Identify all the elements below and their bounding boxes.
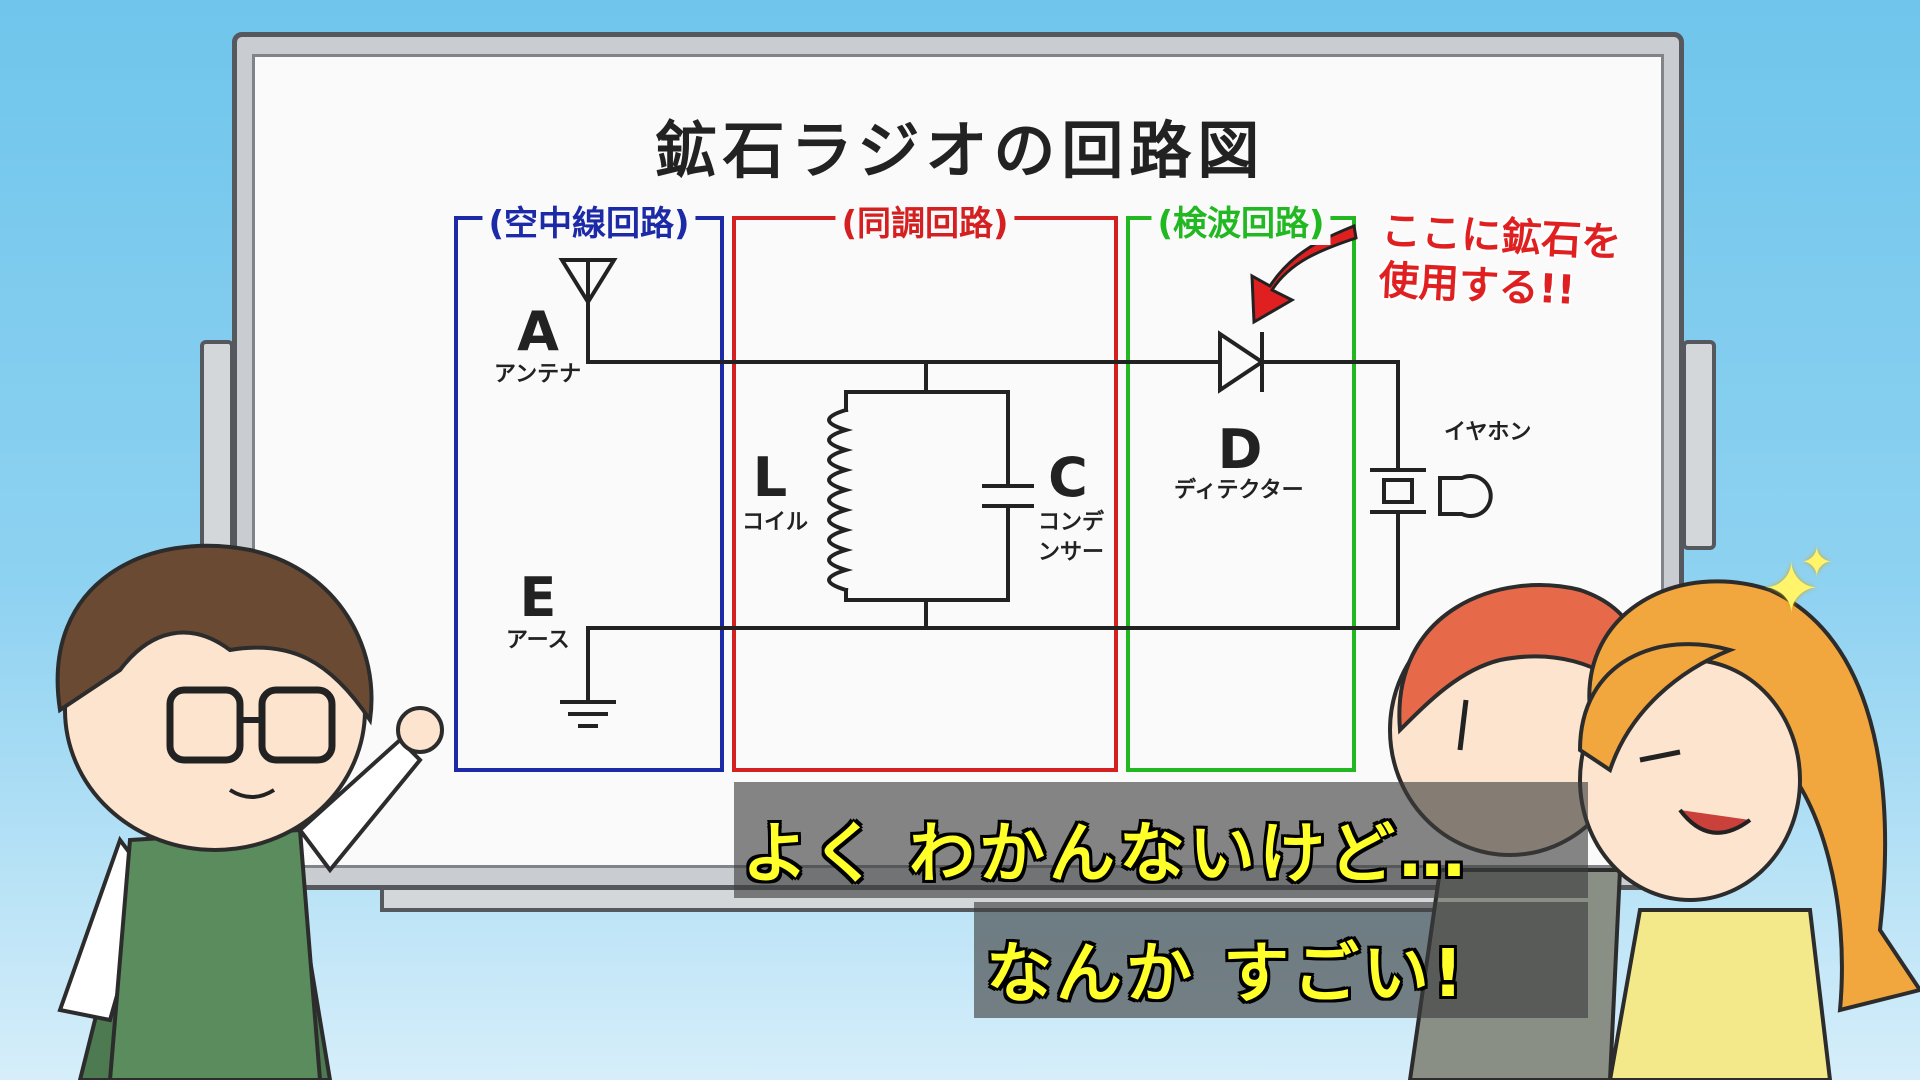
condenser-letter: C (1048, 446, 1088, 509)
antenna-circuit-label: (空中線回路) (482, 196, 696, 245)
coil-name: コイル (742, 510, 809, 535)
earphone-name: イヤホン (1444, 420, 1532, 445)
antenna-letter: A (517, 300, 559, 363)
earth-letter: E (519, 566, 557, 629)
subtitle-line2-backdrop (974, 902, 1588, 1018)
earth-name: アース (506, 628, 570, 653)
character-glasses-boy (55, 543, 444, 1080)
condenser-name-line1: コンデ (1038, 510, 1105, 535)
sparkle-icon: ✦ (1762, 548, 1821, 630)
antenna-name: アンテナ (494, 362, 582, 387)
subtitle-line2: なんか すごい! (986, 935, 1468, 1012)
sparkle-secondary-icon: ✦ (1800, 540, 1834, 586)
whiteboard-stand-left (200, 340, 234, 550)
detector-letter: D (1217, 418, 1263, 481)
coil-letter: L (752, 446, 788, 509)
whiteboard-stand-right (1682, 340, 1716, 550)
earphone-plug-icon (1438, 474, 1493, 518)
detector-circuit-label: (検波回路) (1151, 196, 1331, 245)
subtitle-line1-backdrop (734, 782, 1588, 898)
coil-symbol (827, 407, 854, 593)
earphone-symbol (1382, 478, 1414, 504)
condenser-name-line2: ンサー (1038, 540, 1105, 565)
tuning-circuit-label: (同調回路) (835, 196, 1015, 245)
detector-name: ディテクター (1174, 478, 1304, 503)
crystal-note: ここに鉱石を 使用する!! (1378, 206, 1623, 318)
board-title: 鉱石ラジオの回路図 (654, 114, 1266, 187)
diode-symbol (1218, 330, 1266, 394)
subtitle-line1: よく わかんないけど… (742, 815, 1469, 892)
